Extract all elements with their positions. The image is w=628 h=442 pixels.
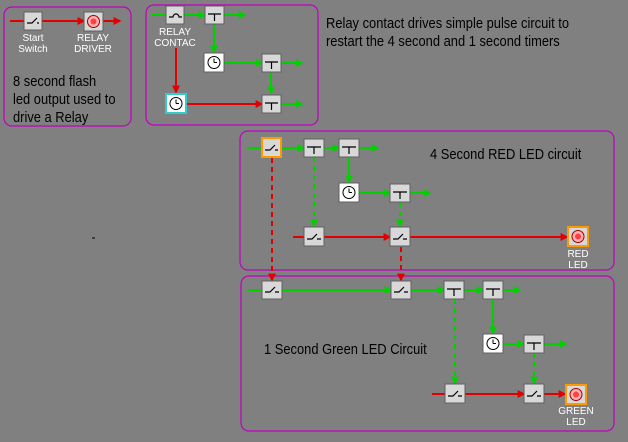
green-circuit-frame — [240, 275, 615, 432]
switch-block[interactable] — [389, 226, 411, 247]
and-gate-block[interactable] — [482, 280, 504, 300]
timer-block[interactable] — [203, 52, 225, 73]
timer-block[interactable] — [338, 182, 360, 203]
start-switch-label: Start Switch — [18, 33, 48, 55]
relay-driver-label: RELAY DRIVER — [74, 33, 112, 55]
relay-group-frame — [145, 4, 319, 126]
and-gate-block[interactable] — [261, 53, 282, 73]
red-circuit-frame — [239, 130, 615, 271]
wires — [10, 11, 569, 398]
switch-block[interactable] — [523, 383, 545, 404]
timer-block-selected[interactable] — [165, 93, 187, 114]
start-switch-block[interactable] — [23, 11, 43, 31]
and-gate-block[interactable] — [523, 334, 545, 354]
switch-block-highlight[interactable] — [261, 137, 282, 158]
red-led-label: RED LED — [567, 249, 589, 271]
and-gate-block[interactable] — [338, 138, 360, 158]
relay-driver-block[interactable] — [83, 11, 104, 32]
and-gate-block[interactable] — [303, 138, 325, 158]
and-gate-block[interactable] — [443, 280, 465, 300]
switch-block[interactable] — [444, 383, 466, 404]
and-gate-block[interactable] — [389, 183, 411, 203]
switch-block[interactable] — [261, 280, 283, 300]
green-circuit-title: 1 Second Green LED Circuit — [264, 341, 427, 358]
green-led-label: GREEN LED — [558, 406, 594, 428]
red-circuit-title: 4 Second RED LED circuit — [430, 146, 582, 163]
timer-block[interactable] — [482, 333, 504, 354]
start-group-frame — [3, 6, 132, 127]
relay-note: Relay contact drives simple pulse circui… — [326, 15, 570, 50]
and-gate-block[interactable] — [261, 94, 282, 114]
relay-contact-block[interactable] — [165, 5, 185, 25]
switch-block[interactable] — [390, 280, 412, 300]
switch-block[interactable] — [303, 226, 325, 247]
and-gate-block[interactable] — [204, 5, 225, 25]
flash-note: 8 second flash led output used to drive … — [13, 73, 116, 126]
red-led-block[interactable] — [567, 226, 589, 247]
green-led-block[interactable] — [565, 384, 587, 405]
relay-contact-label: RELAY CONTAC — [154, 27, 196, 49]
